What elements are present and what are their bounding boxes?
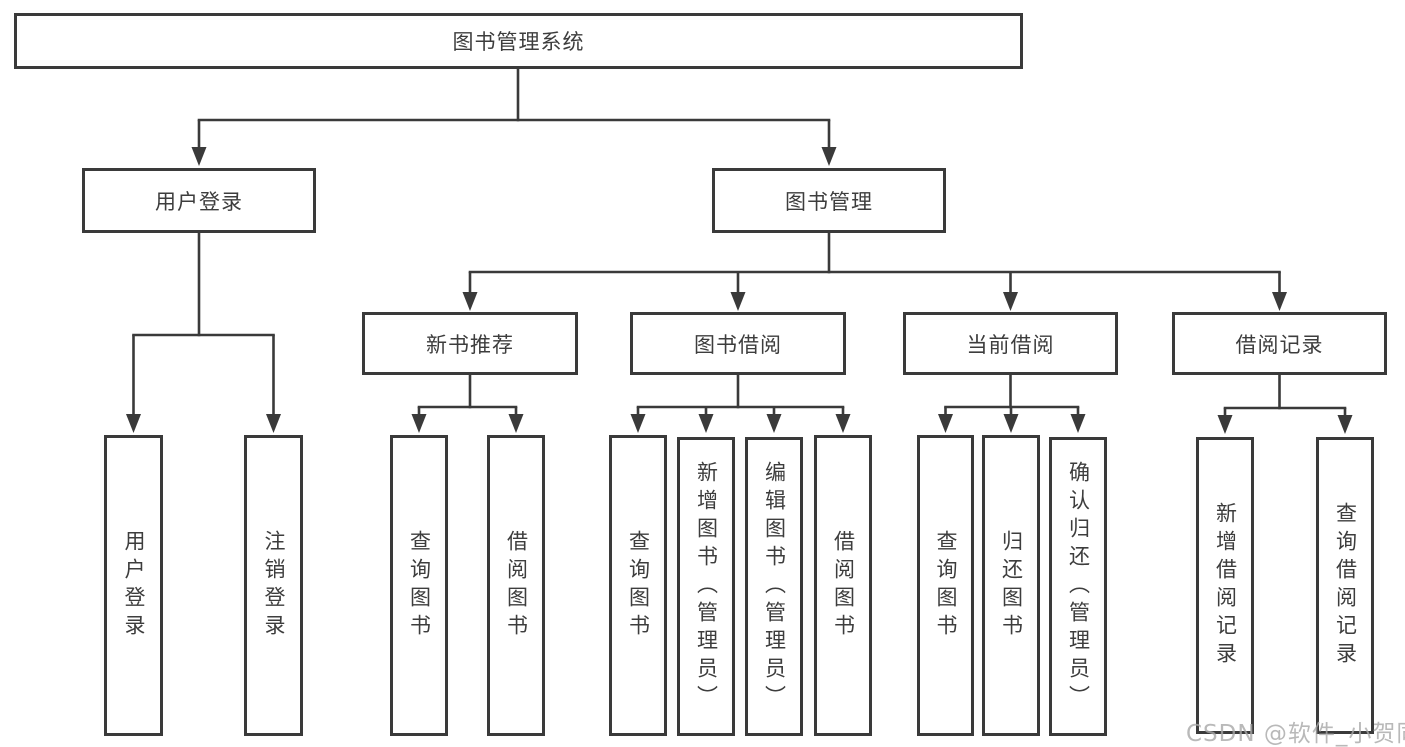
leaf-query-book-current: 查询图书 (917, 435, 974, 736)
node-book-management-label: 图书管理 (785, 189, 873, 214)
connector-current-borrow-to-leaves (938, 375, 1086, 433)
node-book-borrow-label: 图书借阅 (694, 332, 782, 357)
leaf-query-book-borrow: 查询图书 (609, 435, 667, 736)
node-borrow-records: 借阅记录 (1172, 312, 1387, 375)
node-root: 图书管理系统 (14, 13, 1023, 69)
node-new-book-recommend: 新书推荐 (362, 312, 578, 375)
node-current-borrow-label: 当前借阅 (966, 332, 1055, 357)
leaf-edit-book-admin: 编辑图书（管理员） (745, 437, 803, 736)
node-book-borrow: 图书借阅 (630, 312, 846, 375)
node-root-label: 图书管理系统 (452, 30, 585, 54)
node-book-management: 图书管理 (712, 168, 946, 233)
leaf-confirm-return-admin: 确认归还（管理员） (1049, 437, 1107, 736)
leaf-add-book-admin: 新增图书（管理员） (677, 437, 735, 736)
node-user-login-branch: 用户登录 (82, 168, 316, 233)
leaf-borrow-book: 借阅图书 (814, 435, 872, 736)
node-borrow-records-label: 借阅记录 (1235, 332, 1324, 357)
node-user-login-branch-label: 用户登录 (155, 189, 243, 214)
connector-new-book-recommend-to-leaves (411, 375, 524, 433)
leaf-user-login: 用户登录 (104, 435, 163, 736)
leaf-add-borrow-record: 新增借阅记录 (1196, 437, 1254, 734)
leaf-query-book-borrow-label: 查询图书 (626, 529, 651, 642)
leaf-add-book-admin-label: 新增图书（管理员） (694, 460, 719, 713)
leaf-query-borrow-record: 查询借阅记录 (1316, 437, 1374, 734)
leaf-logout-label: 注销登录 (262, 529, 287, 642)
leaf-user-login-label: 用户登录 (122, 529, 147, 642)
leaf-logout: 注销登录 (244, 435, 303, 736)
leaf-borrow-book-label: 借阅图书 (831, 529, 856, 642)
leaf-query-borrow-record-label: 查询借阅记录 (1333, 501, 1358, 670)
leaf-query-book-recommend: 查询图书 (390, 435, 448, 736)
leaf-add-borrow-record-label: 新增借阅记录 (1213, 501, 1238, 670)
node-new-book-recommend-label: 新书推荐 (426, 332, 514, 357)
connector-user-login-to-leaves (126, 233, 281, 433)
connector-root-to-branches (191, 68, 837, 166)
node-current-borrow: 当前借阅 (903, 312, 1118, 375)
watermark: CSDN @软件_小贺同学 (1186, 721, 1405, 747)
leaf-borrow-book-recommend: 借阅图书 (487, 435, 545, 736)
leaf-return-book: 归还图书 (982, 435, 1040, 736)
leaf-edit-book-admin-label: 编辑图书（管理员） (762, 460, 787, 713)
connector-book-management-to-modules (462, 233, 1287, 311)
leaf-borrow-book-recommend-label: 借阅图书 (504, 529, 529, 642)
connector-book-borrow-to-leaves (630, 375, 851, 433)
leaf-return-book-label: 归还图书 (999, 529, 1024, 642)
leaf-query-book-current-label: 查询图书 (934, 529, 959, 642)
leaf-query-book-recommend-label: 查询图书 (407, 529, 432, 642)
leaf-confirm-return-admin-label: 确认归还（管理员） (1066, 460, 1091, 713)
connector-borrow-records-to-leaves (1217, 375, 1353, 434)
